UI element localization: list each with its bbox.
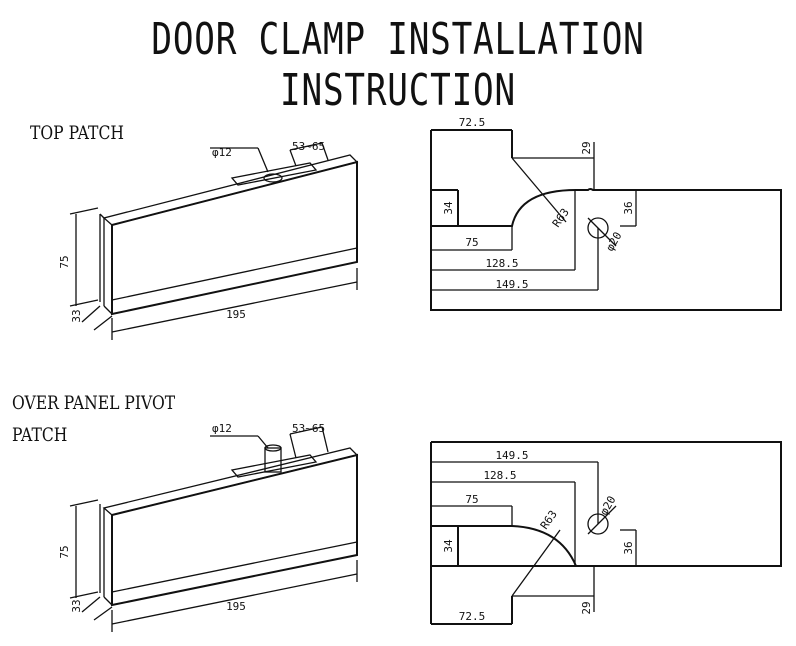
- top-plan-w2: 128.5: [485, 257, 518, 270]
- section-label-pivot-line1: OVER PANEL PIVOT: [12, 392, 176, 414]
- top-plan-d1: 72.5: [459, 116, 486, 129]
- pivot-patch-clamp-drawing: [69, 426, 359, 632]
- pivot-patch-plan-drawing: [430, 441, 782, 625]
- pivot-plan-d2: 128.5: [483, 469, 516, 482]
- top-slot-dim: 53~65: [292, 140, 325, 153]
- top-plan-d3: 34: [442, 201, 455, 215]
- top-patch-plan-drawing: [430, 129, 782, 311]
- top-plan-w3: 149.5: [495, 278, 528, 291]
- pivot-slot-dim: 53~65: [292, 422, 325, 435]
- page-title: DOOR CLAMP INSTALLATION INSTRUCTION: [151, 14, 645, 116]
- top-depth-dim: 33: [70, 309, 83, 322]
- top-hole-dim: φ12: [212, 146, 232, 159]
- pivot-plan-d6: 36: [622, 541, 635, 554]
- pivot-plan-radius: R63: [538, 508, 560, 532]
- top-length-dim: 195: [226, 308, 246, 321]
- pivot-plan-d3: 75: [465, 493, 478, 506]
- top-plan-radius: R63: [550, 206, 572, 230]
- pivot-depth-dim: 33: [70, 599, 83, 612]
- top-plan-d2: 29: [580, 141, 593, 154]
- pivot-plan-d1: 149.5: [495, 449, 528, 462]
- top-height-dim: 75: [58, 255, 71, 268]
- pivot-hole-dim: φ12: [212, 422, 232, 435]
- pivot-plan-hole: φ20: [597, 494, 618, 518]
- pivot-plan-d5: 34: [442, 539, 455, 553]
- pivot-height-dim: 75: [58, 545, 71, 558]
- section-label-pivot-line2: PATCH: [12, 424, 68, 446]
- pivot-plan-d7: 72.5: [459, 610, 486, 623]
- pivot-length-dim: 195: [226, 600, 246, 613]
- top-patch-clamp-drawing: [69, 142, 359, 340]
- top-plan-w1: 75: [465, 236, 478, 249]
- section-label-top-patch: TOP PATCH: [30, 122, 124, 144]
- pivot-plan-d8: 29: [580, 601, 593, 614]
- top-plan-d4: 36: [622, 201, 635, 214]
